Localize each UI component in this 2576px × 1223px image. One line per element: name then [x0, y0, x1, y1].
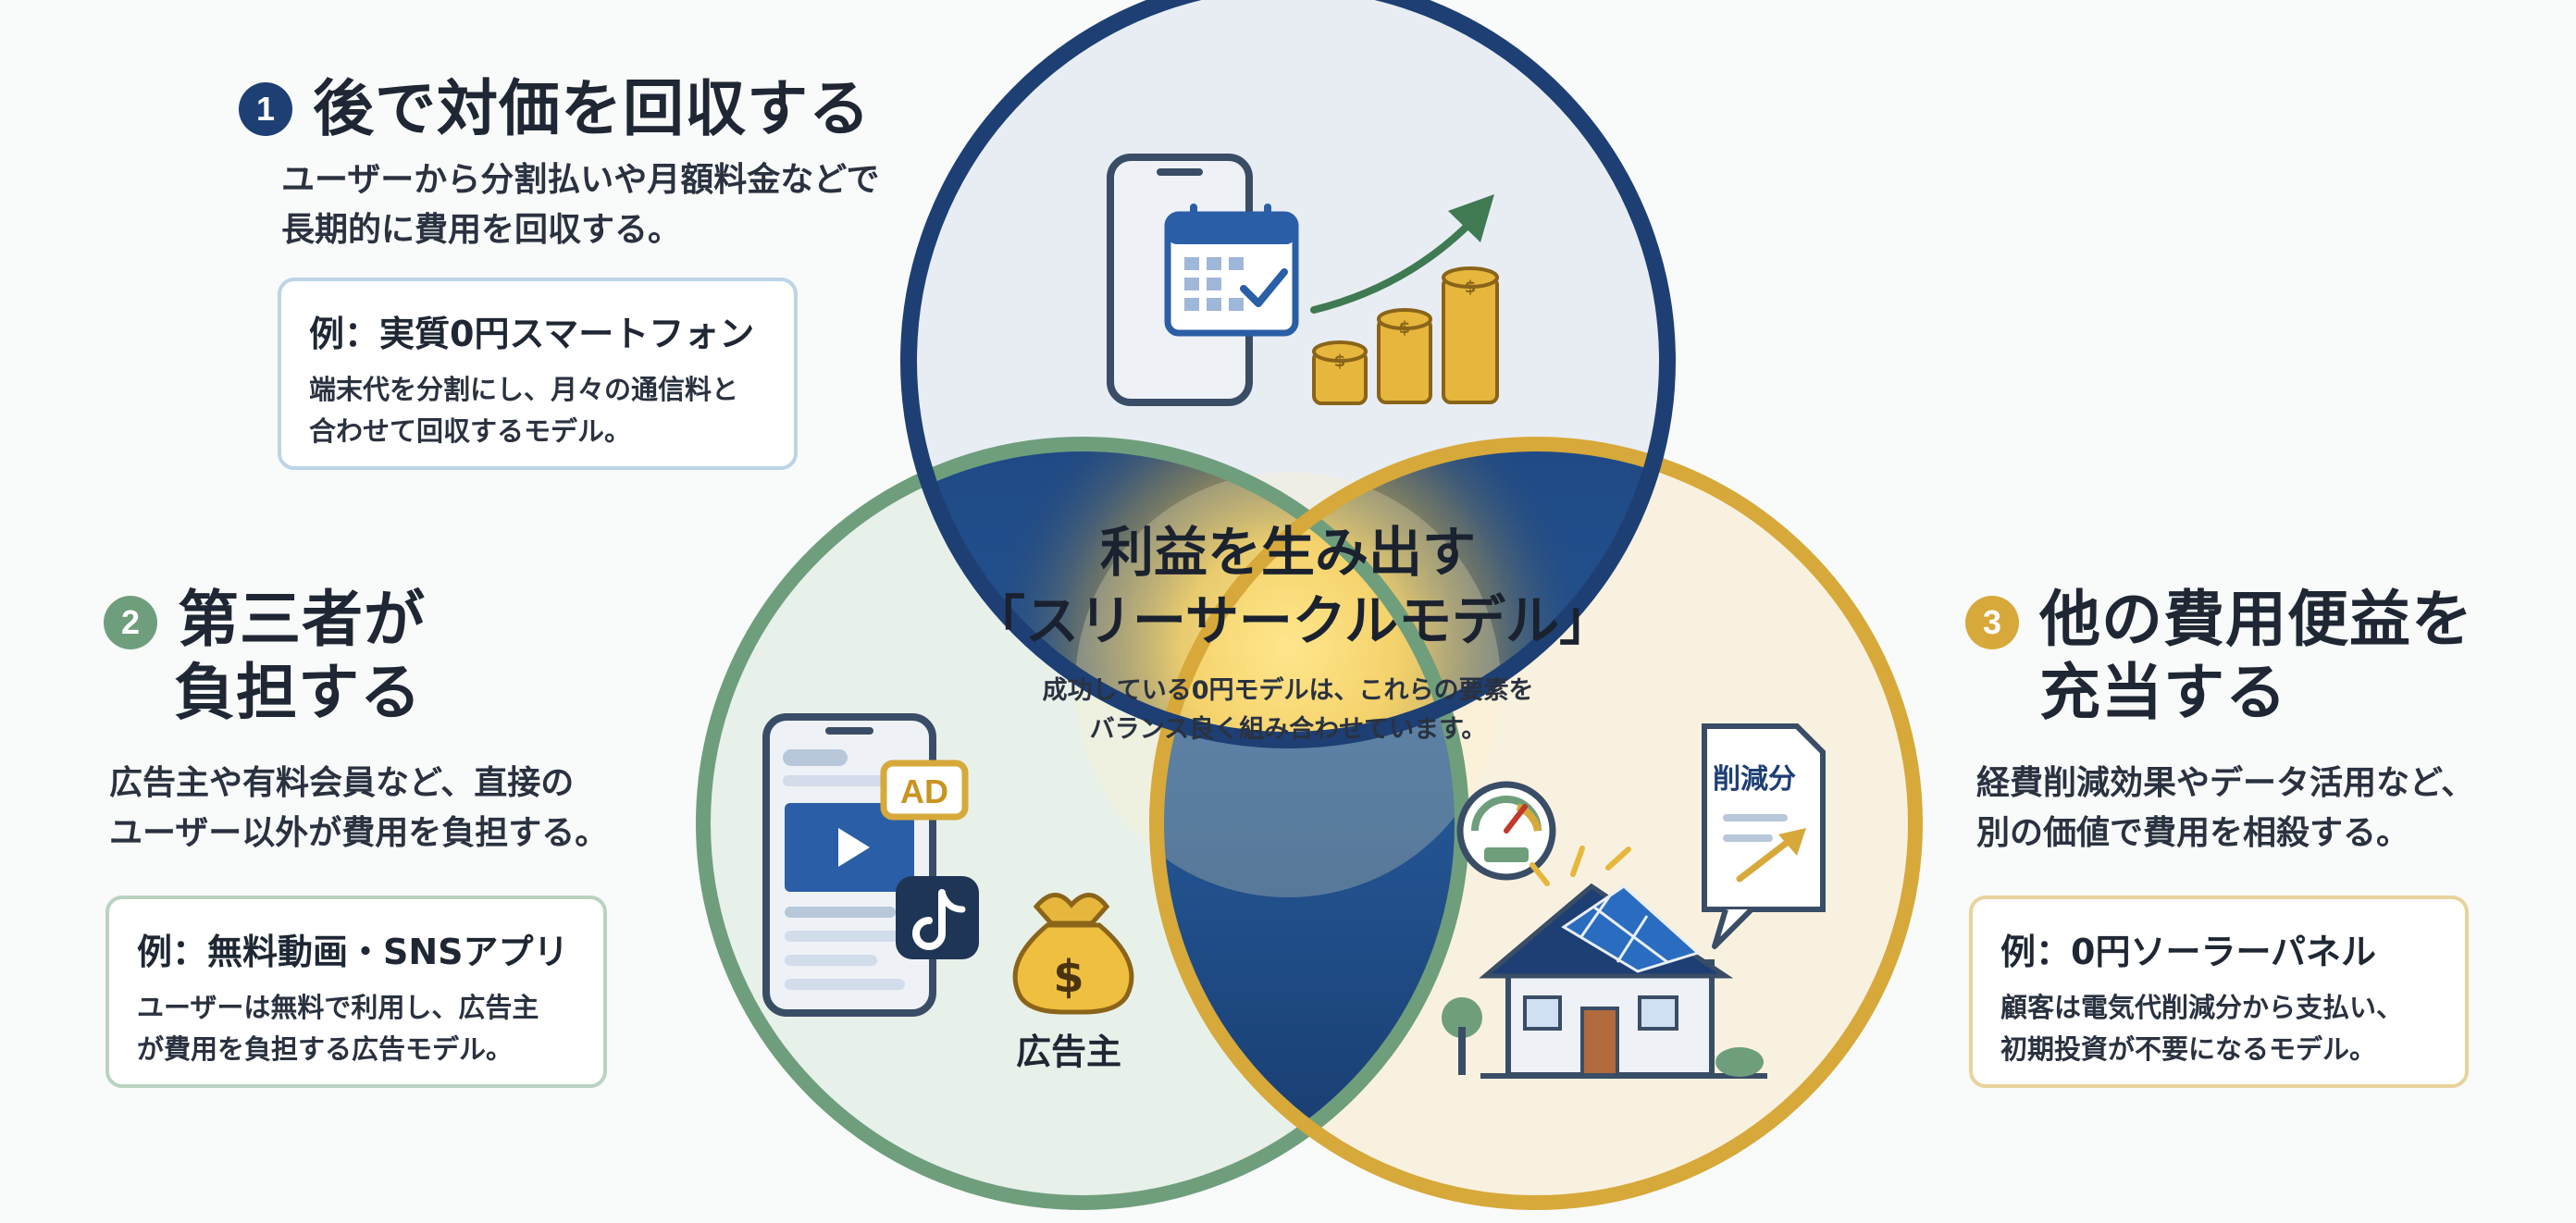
center-title-line1: 利益を生み出す	[1099, 521, 1476, 584]
section-1-title: 後で対価を回収する	[313, 73, 871, 144]
section-1-card-title: 例：実質0円スマートフォン	[309, 314, 755, 354]
section-1-desc-line1: ユーザーから分割払いや月額料金などで	[281, 161, 880, 199]
doc-label: 削減分	[1713, 763, 1796, 796]
money-bag-icon: $	[1012, 893, 1134, 1015]
section-2-card-title: 例：無料動画・SNSアプリ	[137, 932, 569, 972]
center-sub-line2: バランス良く組み合わせています。	[1089, 715, 1487, 745]
smartphone-calendar-icon	[1107, 154, 1299, 406]
svg-text:$: $	[1465, 278, 1477, 297]
section-1-card-line2: 合わせて回収するモデル。	[309, 414, 632, 447]
advertiser-label: 広告主	[1016, 1032, 1121, 1072]
section-3-card-title: 例：0円ソーラーパネル	[2000, 932, 2377, 972]
section-2-title-line2: 負担する	[174, 657, 422, 729]
section-2-card-line1: ユーザーは無料で利用し、広告主	[137, 992, 539, 1023]
section-2-desc: 広告主や有料会員など、直接の ユーザー以外が費用を負担する。	[109, 759, 608, 859]
section-2-title-line1: 第三者が	[178, 584, 426, 655]
section-2-desc-line2: ユーザー以外が費用を負担する。	[109, 814, 609, 852]
solar-house-icon	[1442, 846, 1767, 1079]
savings-document-icon: 削減分	[1702, 723, 1826, 949]
section-2-heading: 2 第三者が 負担する	[104, 583, 426, 729]
section-3-number: 3	[1965, 596, 2019, 649]
growth-arrow-icon	[1310, 194, 1494, 314]
tiktok-icon	[896, 876, 979, 959]
section-2-card-line2: が費用を負担する広告モデル。	[137, 1032, 514, 1065]
center-glow-right	[1157, 444, 1621, 740]
ad-badge-label: AD	[900, 772, 948, 810]
svg-text:$: $	[1053, 951, 1084, 1003]
section-3-card-line1: 顧客は電気代削減分から支払い、	[2000, 992, 2404, 1023]
gauge-icon	[1456, 781, 1556, 881]
circle-top-outline	[900, 0, 1676, 748]
ad-badge-icon: AD	[880, 760, 969, 821]
section-3-title-line2: 充当する	[2039, 657, 2287, 729]
section-2-example-card: 例：無料動画・SNSアプリ ユーザーは無料で利用し、広告主 が費用を負担する広告…	[105, 896, 607, 1088]
section-1-heading: 1 後で対価を回収する	[239, 72, 871, 145]
section-3-example-card: 例：0円ソーラーパネル 顧客は電気代削減分から支払い、 初期投資が不要になるモデ…	[1969, 896, 2469, 1088]
center-title-line2: 「スリーサークルモデル」	[972, 589, 1614, 653]
coin-stack-icon	[1312, 266, 1499, 405]
section-3-title-line1: 他の費用便益を	[2039, 584, 2473, 655]
section-2-desc-line1: 広告主や有料会員など、直接の	[109, 764, 575, 802]
section-1-number: 1	[239, 81, 292, 136]
section-3-card-line2: 初期投資が不要になるモデル。	[2000, 1032, 2377, 1065]
circle-right-outline	[1149, 437, 1923, 1210]
center-title-block: 利益を生み出す 「スリーサークルモデル」 成功している0円モデルは、これらの要素…	[972, 518, 1614, 749]
section-3-desc-line2: 別の価値で費用を相殺する。	[1976, 814, 2410, 852]
section-1-card-line1: 端末代を分割にし、月々の通信料と	[309, 374, 739, 405]
svg-text:$: $	[1399, 318, 1411, 338]
section-1-desc-line2: 長期的に費用を回収する。	[281, 211, 682, 249]
section-2-number: 2	[104, 596, 157, 649]
section-3-desc-line1: 経費削減効果やデータ活用など、	[1976, 764, 2475, 802]
center-sub-line1: 成功している0円モデルは、これらの要素を	[1042, 676, 1534, 706]
section-3-heading: 3 他の費用便益を 充当する	[1965, 583, 2473, 729]
section-3-desc: 経費削減効果やデータ活用など、 別の価値で費用を相殺する。	[1976, 759, 2474, 859]
svg-text:$: $	[1334, 352, 1346, 371]
section-1-example-card: 例：実質0円スマートフォン 端末代を分割にし、月々の通信料と 合わせて回収するモ…	[278, 278, 798, 470]
section-1-desc: ユーザーから分割払いや月額料金などで 長期的に費用を回収する。	[281, 155, 880, 255]
